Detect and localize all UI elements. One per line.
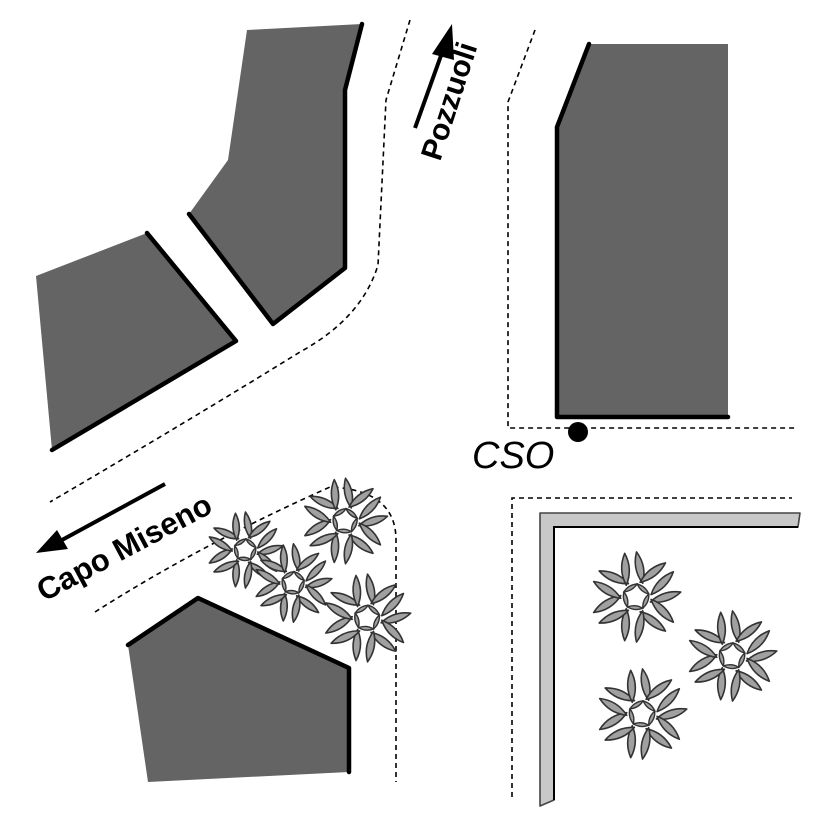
tree-crown-icon: [255, 542, 333, 624]
tree-crown-icon: [304, 477, 389, 565]
tree-crown-icon: [598, 668, 688, 760]
tree-group-west: [208, 477, 412, 663]
kerb-south-east: [511, 497, 792, 797]
tree-crown-icon: [592, 551, 682, 643]
filled-circle-icon: [568, 422, 588, 442]
arrow-up-right-icon: [413, 24, 454, 129]
tree-group-east: [592, 551, 778, 760]
building-north-east: [554, 41, 731, 420]
tree-crown-icon: [688, 610, 778, 702]
building-south-west: [125, 595, 352, 782]
kerb-lines: [49, 19, 795, 797]
kerb-north-road-east: [507, 29, 795, 429]
tree-crown-icon: [324, 573, 412, 663]
garden-wall: [539, 512, 801, 807]
tree-crown-icon: [208, 511, 284, 589]
label-cso: CSO: [472, 435, 554, 477]
building-north-west-lower: [36, 230, 239, 453]
kerb-west-road-south: [94, 486, 397, 782]
building-north-west-upper: [186, 21, 365, 327]
arrow-down-left-icon: [36, 482, 166, 553]
